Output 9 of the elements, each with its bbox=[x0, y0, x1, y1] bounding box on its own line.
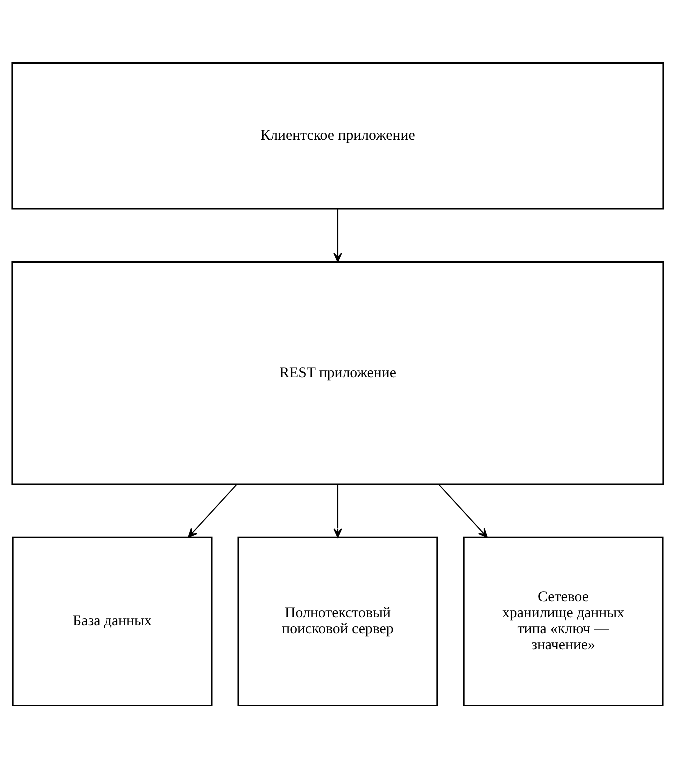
arrow bbox=[334, 484, 342, 538]
node-box: Сетевое хранилище данных типа «ключ — значение» bbox=[463, 536, 664, 707]
node-box: Полнотекстовый поисковой сервер bbox=[238, 536, 438, 707]
arrow bbox=[334, 209, 342, 262]
node-box: Клиентское приложение bbox=[12, 62, 664, 210]
arrow bbox=[188, 484, 238, 538]
node-box: REST приложение bbox=[12, 261, 664, 486]
arrow bbox=[438, 484, 488, 538]
node-box: База данных bbox=[12, 536, 213, 707]
